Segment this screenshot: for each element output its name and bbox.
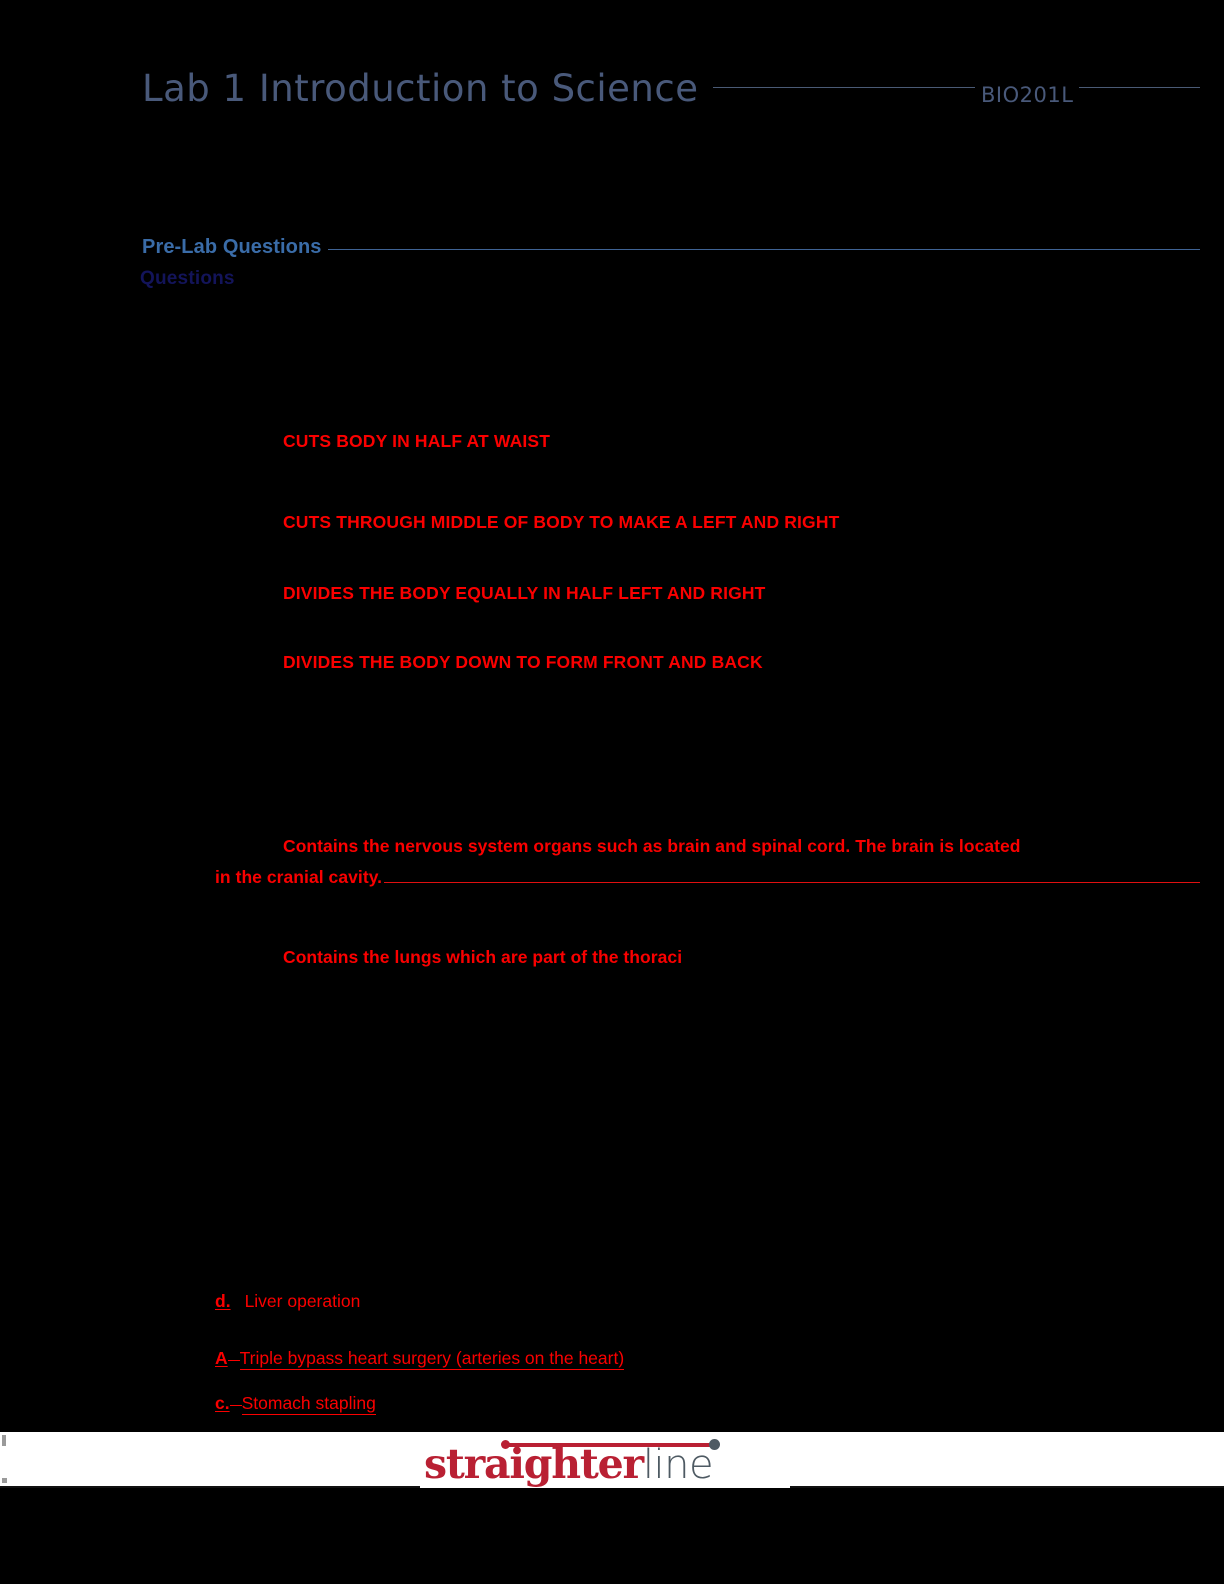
option-text: Stomach stapling <box>241 1393 376 1415</box>
answer-line-2: CUTS THROUGH MIDDLE OF BODY TO MAKE A LE… <box>283 512 840 532</box>
option-key: c. <box>215 1393 230 1413</box>
answer-line-1: CUTS BODY IN HALF AT WAIST <box>283 431 551 451</box>
thoracic-answer: Contains the lungs which are part of the… <box>283 947 683 967</box>
option-key: A <box>215 1348 228 1368</box>
option-spacer <box>227 1360 240 1361</box>
list-item: c. Stomach stapling <box>215 1393 376 1415</box>
logo-bar-icon <box>505 1443 714 1447</box>
course-code: BIO201L <box>975 60 1080 130</box>
footer-rule-left <box>0 1486 420 1488</box>
answer-line-3: DIVIDES THE BODY EQUALLY IN HALF LEFT AN… <box>283 583 766 603</box>
logo-primary-text: straighter <box>424 1440 644 1488</box>
document-header: Lab 1 Introduction to Science BIO201L <box>0 60 1224 140</box>
option-text: Liver operation <box>244 1291 361 1311</box>
cavity-answer-line-2: in the cranial cavity. <box>215 867 385 888</box>
footer-left-mark <box>2 1435 6 1446</box>
logo-secondary-text: line <box>642 1442 714 1488</box>
list-item: A Triple bypass heart surgery (arteries o… <box>215 1348 625 1370</box>
option-text: Triple bypass heart surgery (arteries on… <box>239 1348 625 1370</box>
page-title: Lab 1 Introduction to Science <box>142 60 713 118</box>
list-item: d. Liver operation <box>215 1291 360 1312</box>
cavity-answer-line-1: Contains the nervous system organs such … <box>283 836 1021 856</box>
footer-rule-right <box>790 1486 1224 1488</box>
section-subtitle: Questions <box>140 268 235 289</box>
cavity-answer-rule <box>215 882 1200 883</box>
logo-wordmark: straighterline <box>424 1440 714 1497</box>
option-key: d. <box>215 1291 231 1311</box>
footer-left-mark-lower <box>2 1478 7 1483</box>
logo-dot-right-icon <box>709 1439 720 1450</box>
document-footer: straighterline <box>0 1432 1224 1488</box>
option-spacer <box>229 1405 242 1406</box>
straighterline-logo: straighterline <box>424 1430 794 1490</box>
answer-line-4: DIVIDES THE BODY DOWN TO FORM FRONT AND … <box>283 652 763 672</box>
section-title: Pre-Lab Questions <box>142 232 328 263</box>
section-divider <box>142 249 1200 250</box>
